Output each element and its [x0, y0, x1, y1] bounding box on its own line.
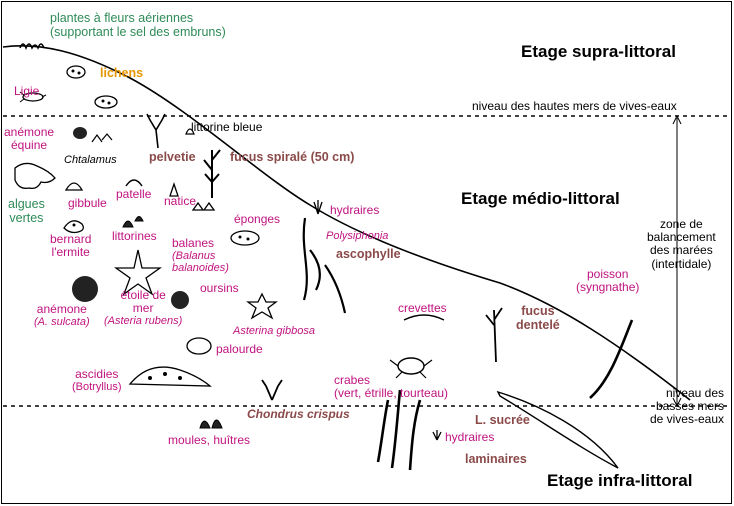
- polysiphonia-label: Polysiphonia: [326, 230, 389, 242]
- anemone-equine-icon: [73, 127, 87, 139]
- tidal-zone-label: zone de balancement des marées (intertid…: [647, 217, 716, 271]
- arrow-head-up: [672, 114, 682, 125]
- pipefish-icon: [589, 319, 634, 399]
- eponges-label: éponges: [234, 212, 281, 226]
- fucus-spirale-label: fucus spiralé (50 cm): [230, 150, 355, 164]
- anemone-equine-label: anémone équine: [4, 125, 55, 153]
- shore-profile-line: [2, 44, 691, 401]
- poisson-label: poisson (syngnathe): [576, 267, 640, 295]
- palourde-icon: [186, 337, 212, 355]
- ascidies-label: ascidies (Botryllus): [72, 367, 122, 394]
- green-algae-icon: [14, 162, 56, 190]
- hydraires-bottom-label: hydraires: [445, 430, 495, 444]
- algues-vertes-label: algues vertes: [8, 197, 45, 225]
- patelle-label: patelle: [116, 187, 152, 201]
- laminaires-label: laminaires: [465, 452, 527, 466]
- flower-plant-icon: [19, 43, 45, 51]
- sucree-label: L. sucrée: [475, 413, 530, 427]
- lichen-patch-icon: [94, 95, 118, 109]
- high-tide-label: niveau des hautes mers de vives-eaux: [472, 99, 677, 113]
- crab-icon: [397, 357, 425, 375]
- lichens-label: lichens: [100, 66, 144, 80]
- laminaria-sucree-icon: [496, 390, 619, 469]
- starfish-icon: [113, 249, 163, 296]
- ascophylle-label: ascophylle: [336, 247, 401, 261]
- littorines-icon: [122, 216, 144, 228]
- sea-urchin-icon: [171, 291, 189, 309]
- lichen-patch-icon: [66, 65, 86, 79]
- pelvetie-label: pelvetie: [149, 150, 196, 164]
- littorine-bleue-icon: [185, 128, 195, 135]
- zone-supra-title: Etage supra-littoral: [521, 42, 676, 61]
- palourde-label: palourde: [216, 342, 263, 356]
- fucus-spirale-icon: [203, 149, 221, 198]
- asterina-label: Asterina gibbosa: [233, 325, 315, 337]
- shrimp-icon: [403, 314, 445, 321]
- zone-infra-title: Etage infra-littoral: [547, 471, 693, 490]
- gibbule-icon: [64, 182, 84, 191]
- ascidies-icon: [128, 366, 212, 387]
- fucus-dentele-label: fucus dentelé: [516, 304, 560, 332]
- barnacle-icon: [191, 201, 216, 211]
- natice-label: natice: [164, 194, 197, 208]
- arrow-head-down: [672, 397, 682, 408]
- laminaires-icon: [376, 389, 422, 471]
- zone-medio-title: Etage médio-littoral: [461, 189, 620, 208]
- oursins-label: oursins: [200, 281, 239, 295]
- sponge-icon: [230, 230, 260, 246]
- plants-label: plantes à fleurs aériennes (supportant l…: [50, 11, 226, 39]
- crabes-label: crabes (vert, étrille, tourteau): [334, 373, 449, 401]
- ascophylle-icon: [302, 217, 347, 314]
- asterina-icon: [246, 292, 278, 320]
- hydraires-icon: [313, 200, 323, 215]
- ligie-label: Ligie: [14, 84, 40, 98]
- gibbule-label: gibbule: [68, 196, 107, 210]
- littorines-label: littorines: [112, 229, 157, 243]
- hermit-crab-icon: [63, 220, 84, 234]
- low-tide-label: niveau des basses mers de vives-eaux: [649, 386, 724, 427]
- patelle-icon: [125, 179, 143, 187]
- hydraires-top-label: hydraires: [330, 203, 380, 217]
- crevettes-label: crevettes: [398, 301, 447, 315]
- chondrus-icon: [261, 379, 283, 401]
- natice-icon: [169, 181, 179, 197]
- etoile-label: étoile de mer (Asteria rubens): [104, 288, 183, 328]
- mussels-icon: [199, 419, 223, 429]
- littorine-bleue-label: littorine bleue: [191, 120, 263, 134]
- hydraires-bottom-icon: [432, 430, 442, 441]
- chondrus-label: Chondrus crispus: [247, 407, 350, 421]
- bernard-label: bernard l'ermite: [50, 232, 92, 260]
- chthamalus-icon: [91, 133, 113, 143]
- balanes-label: balanes (Balanus balanoides): [172, 236, 229, 275]
- pelvetie-icon: [146, 113, 166, 149]
- moules-label: moules, huîtres: [168, 433, 251, 447]
- anemone-sulcata-label: anémone (A. sulcata): [34, 302, 90, 329]
- chtalamus-label: Chtalamus: [64, 154, 117, 166]
- fucus-dentele-icon: [485, 307, 503, 363]
- anemone-sulcata-icon: [72, 276, 98, 302]
